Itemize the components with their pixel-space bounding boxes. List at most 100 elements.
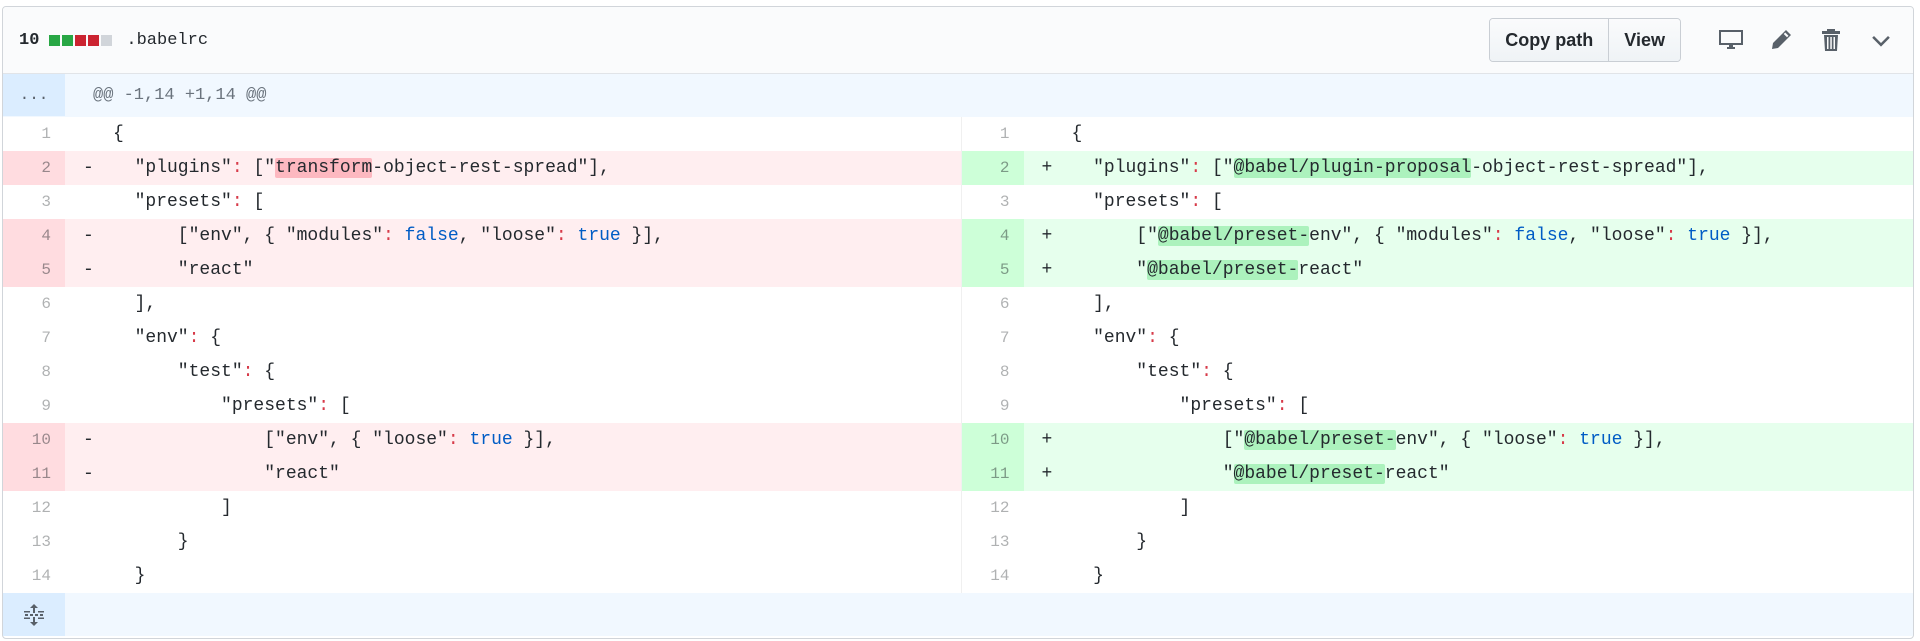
line-number[interactable]: 9 <box>999 397 1010 415</box>
diff-row: 6 ],6 ], <box>3 287 1913 321</box>
line-number[interactable]: 11 <box>3 457 65 491</box>
code-token: "presets" <box>113 396 319 416</box>
diffstat-block <box>62 34 74 46</box>
code-token: react" <box>1298 260 1364 280</box>
line-number[interactable]: 12 <box>990 499 1010 517</box>
hunk-expander[interactable]: ... <box>3 74 65 116</box>
delete-file-button[interactable] <box>1813 22 1849 58</box>
diff-marker: - <box>83 158 94 178</box>
changed-text: transform <box>275 158 373 178</box>
right-side: 14 } <box>960 559 1914 593</box>
code-token: "presets" <box>1071 192 1191 212</box>
code-line: - "react" <box>65 253 961 287</box>
line-number[interactable]: 2 <box>3 151 65 185</box>
code-line: } <box>1024 559 1914 593</box>
right-side: 7 "env": { <box>960 321 1914 355</box>
line-number[interactable]: 8 <box>999 363 1010 381</box>
line-number[interactable]: 11 <box>961 457 1024 491</box>
expand-all-button[interactable] <box>3 593 65 636</box>
code-token: } <box>1071 566 1104 586</box>
code-token: , "loose" <box>458 226 556 246</box>
code-line: - ["env", { "loose": true }], <box>65 423 961 457</box>
line-number[interactable]: 14 <box>31 567 51 585</box>
code-token: [" <box>1071 430 1245 450</box>
code-token: ] <box>1071 498 1191 518</box>
changed-text: @babel/plugin-proposal <box>1233 158 1472 178</box>
line-number[interactable]: 14 <box>990 567 1010 585</box>
code-token: "test" <box>1071 362 1202 382</box>
code-token: : <box>555 226 567 246</box>
line-number[interactable]: 8 <box>41 363 51 381</box>
diffstat-block <box>88 34 100 46</box>
file-info: 10 .babelrc <box>19 7 208 73</box>
line-number[interactable]: 12 <box>31 499 51 517</box>
code-token: -object-rest-spread"], <box>1471 158 1709 178</box>
file-actions: Copy path View <box>1489 18 1899 62</box>
left-side: 3 "presets": [ <box>3 185 961 219</box>
line-number[interactable]: 3 <box>41 193 51 211</box>
code-line: ], <box>1024 287 1914 321</box>
code-token: -object-rest-spread"], <box>372 158 610 178</box>
left-side: 9 "presets": [ <box>3 389 961 423</box>
edit-file-button[interactable] <box>1763 22 1799 58</box>
line-number[interactable]: 7 <box>999 329 1010 347</box>
changed-text: @babel/preset- <box>1244 430 1396 450</box>
line-number[interactable]: 1 <box>999 125 1010 143</box>
line-number[interactable]: 5 <box>3 253 65 287</box>
line-number[interactable]: 1 <box>41 125 51 143</box>
left-side: 7 "env": { <box>3 321 961 355</box>
diff-marker: + <box>1041 158 1053 178</box>
code-token: : <box>242 362 254 382</box>
code-token: "plugins" <box>113 158 232 178</box>
collapse-file-button[interactable] <box>1863 22 1899 58</box>
diff-row: 5- "react"5+ "@babel/preset-react" <box>3 253 1913 287</box>
code-token: : <box>231 158 243 178</box>
line-number[interactable]: 4 <box>3 219 65 253</box>
code-line: "presets": [ <box>1024 185 1914 219</box>
line-number[interactable]: 10 <box>3 423 65 457</box>
left-side: 14 } <box>3 559 961 593</box>
left-side: 4- ["env", { "modules": false, "loose": … <box>3 219 961 253</box>
line-number[interactable]: 4 <box>961 219 1024 253</box>
code-token: [" <box>1201 158 1234 178</box>
left-side: 10- ["env", { "loose": true }], <box>3 423 961 457</box>
right-side: 6 ], <box>960 287 1914 321</box>
code-token: ["env", { "modules" <box>113 226 384 246</box>
file-name[interactable]: .babelrc <box>126 30 209 50</box>
line-number[interactable]: 6 <box>41 295 51 313</box>
code-token: }], <box>1730 226 1774 246</box>
code-token: { <box>1071 124 1083 144</box>
view-button[interactable]: View <box>1608 19 1680 61</box>
code-token: : <box>1147 328 1158 348</box>
line-number[interactable]: 3 <box>999 193 1010 211</box>
code-token: true <box>469 430 513 450</box>
line-number[interactable]: 7 <box>41 329 51 347</box>
line-number[interactable]: 13 <box>990 533 1010 551</box>
right-side: 5+ "@babel/preset-react" <box>960 253 1913 287</box>
diff-marker: + <box>1041 226 1053 246</box>
right-side: 8 "test": { <box>960 355 1914 389</box>
display-rich-diff-button[interactable] <box>1713 22 1749 58</box>
code-token: [ <box>1201 192 1223 212</box>
line-number[interactable]: 2 <box>961 151 1024 185</box>
code-line: + "plugins": ["@babel/plugin-proposal-ob… <box>1023 151 1913 185</box>
diff-row: 7 "env": {7 "env": { <box>3 321 1913 355</box>
line-number[interactable]: 5 <box>961 253 1024 287</box>
diffstat-blocks <box>49 34 114 46</box>
code-token: true <box>1687 226 1731 246</box>
left-side: 5- "react" <box>3 253 961 287</box>
copy-path-button[interactable]: Copy path <box>1490 19 1609 61</box>
left-side: 6 ], <box>3 287 961 321</box>
line-number[interactable]: 9 <box>41 397 51 415</box>
diff-footer <box>3 593 1913 636</box>
diffstat-count: 10 <box>19 30 40 50</box>
line-number[interactable]: 6 <box>999 295 1010 313</box>
code-token: : <box>1276 396 1288 416</box>
code-token: : <box>188 328 200 348</box>
diff-row: 3 "presets": [3 "presets": [ <box>3 185 1913 219</box>
code-line: - ["env", { "modules": false, "loose": t… <box>65 219 961 253</box>
line-number[interactable]: 10 <box>961 423 1024 457</box>
diff-rows: 1{1{2- "plugins": ["transform-object-res… <box>3 117 1913 593</box>
line-number[interactable]: 13 <box>31 533 51 551</box>
diff-marker: - <box>83 464 94 484</box>
